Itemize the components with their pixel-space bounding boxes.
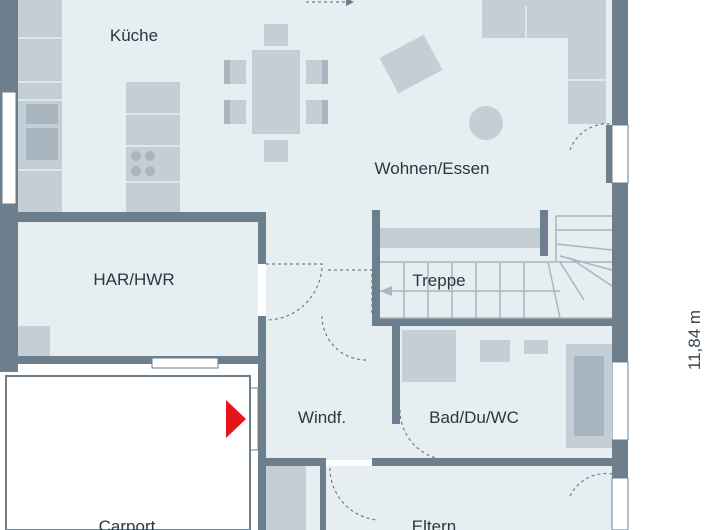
room-label-stairs: Treppe xyxy=(412,271,465,290)
kitchen-furniture xyxy=(18,0,180,212)
room-label-utility: HAR/HWR xyxy=(93,270,174,289)
wall-stair-left xyxy=(372,210,380,322)
wall-right-outer xyxy=(612,0,628,530)
wall-parents-divider xyxy=(320,458,326,530)
room-label-bathroom: Bad/Du/WC xyxy=(429,408,519,427)
wall-utility-bottom xyxy=(0,356,266,364)
carport-area xyxy=(5,375,251,530)
wall-bath-left xyxy=(392,326,400,424)
stairs xyxy=(380,215,613,319)
wall-stair-bottom xyxy=(372,318,612,326)
wall-stair-top xyxy=(540,210,548,256)
entrance-marker-icon xyxy=(226,400,246,438)
wall-entrance-left xyxy=(258,316,266,530)
doors xyxy=(265,1,613,521)
wall-kitchen-bottom xyxy=(0,212,266,222)
wall-bath-bottom xyxy=(372,458,612,466)
room-label-parents: Eltern xyxy=(412,517,456,530)
living-furniture xyxy=(379,0,606,140)
dimension-label: 11,84 m xyxy=(685,310,704,370)
windows xyxy=(1,91,629,530)
room-label-living: Wohnen/Essen xyxy=(375,159,490,178)
room-label-entrance: Windf. xyxy=(298,408,346,427)
dining-table xyxy=(224,24,328,162)
fixtures xyxy=(18,326,612,530)
wall-parents-left xyxy=(266,458,324,466)
room-label-kitchen: Küche xyxy=(110,26,158,45)
wall-utility-right xyxy=(258,212,266,264)
direction-arrow-icon xyxy=(346,0,354,6)
wall-right-upper-seg xyxy=(606,125,616,183)
room-label-carport: Carport xyxy=(99,517,156,530)
